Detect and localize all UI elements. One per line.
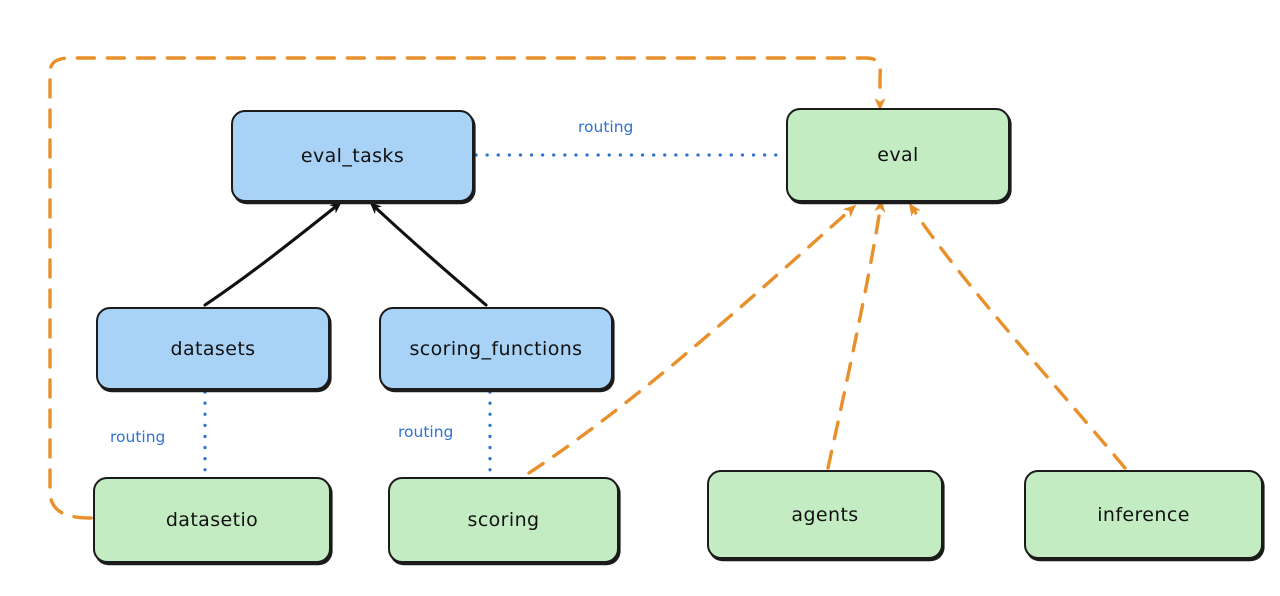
node-scoring[interactable]: scoring	[388, 477, 619, 563]
edge-datasetio-to-eval	[48, 56, 886, 520]
edge-inference-to-eval	[908, 202, 1127, 470]
edge-agents-to-eval	[826, 199, 886, 470]
node-scoring-functions[interactable]: scoring_functions	[379, 307, 613, 390]
node-datasetio[interactable]: datasetio	[93, 477, 331, 563]
edge-label-routing-scoring-functions-scoring: routing	[398, 423, 454, 441]
edge-label-routing-eval-tasks-eval: routing	[578, 118, 634, 136]
edge-label-routing-datasets-datasetio: routing	[110, 428, 166, 446]
edge-scoring-to-eval	[527, 204, 857, 475]
edge-datasets-to-eval-tasks	[203, 201, 342, 307]
edge-scoring-functions-to-eval-tasks	[369, 202, 488, 307]
node-agents[interactable]: agents	[707, 470, 943, 559]
node-datasets[interactable]: datasets	[96, 307, 330, 390]
node-eval-tasks[interactable]: eval_tasks	[231, 110, 474, 202]
node-inference[interactable]: inference	[1024, 470, 1263, 559]
node-eval[interactable]: eval	[786, 108, 1010, 202]
